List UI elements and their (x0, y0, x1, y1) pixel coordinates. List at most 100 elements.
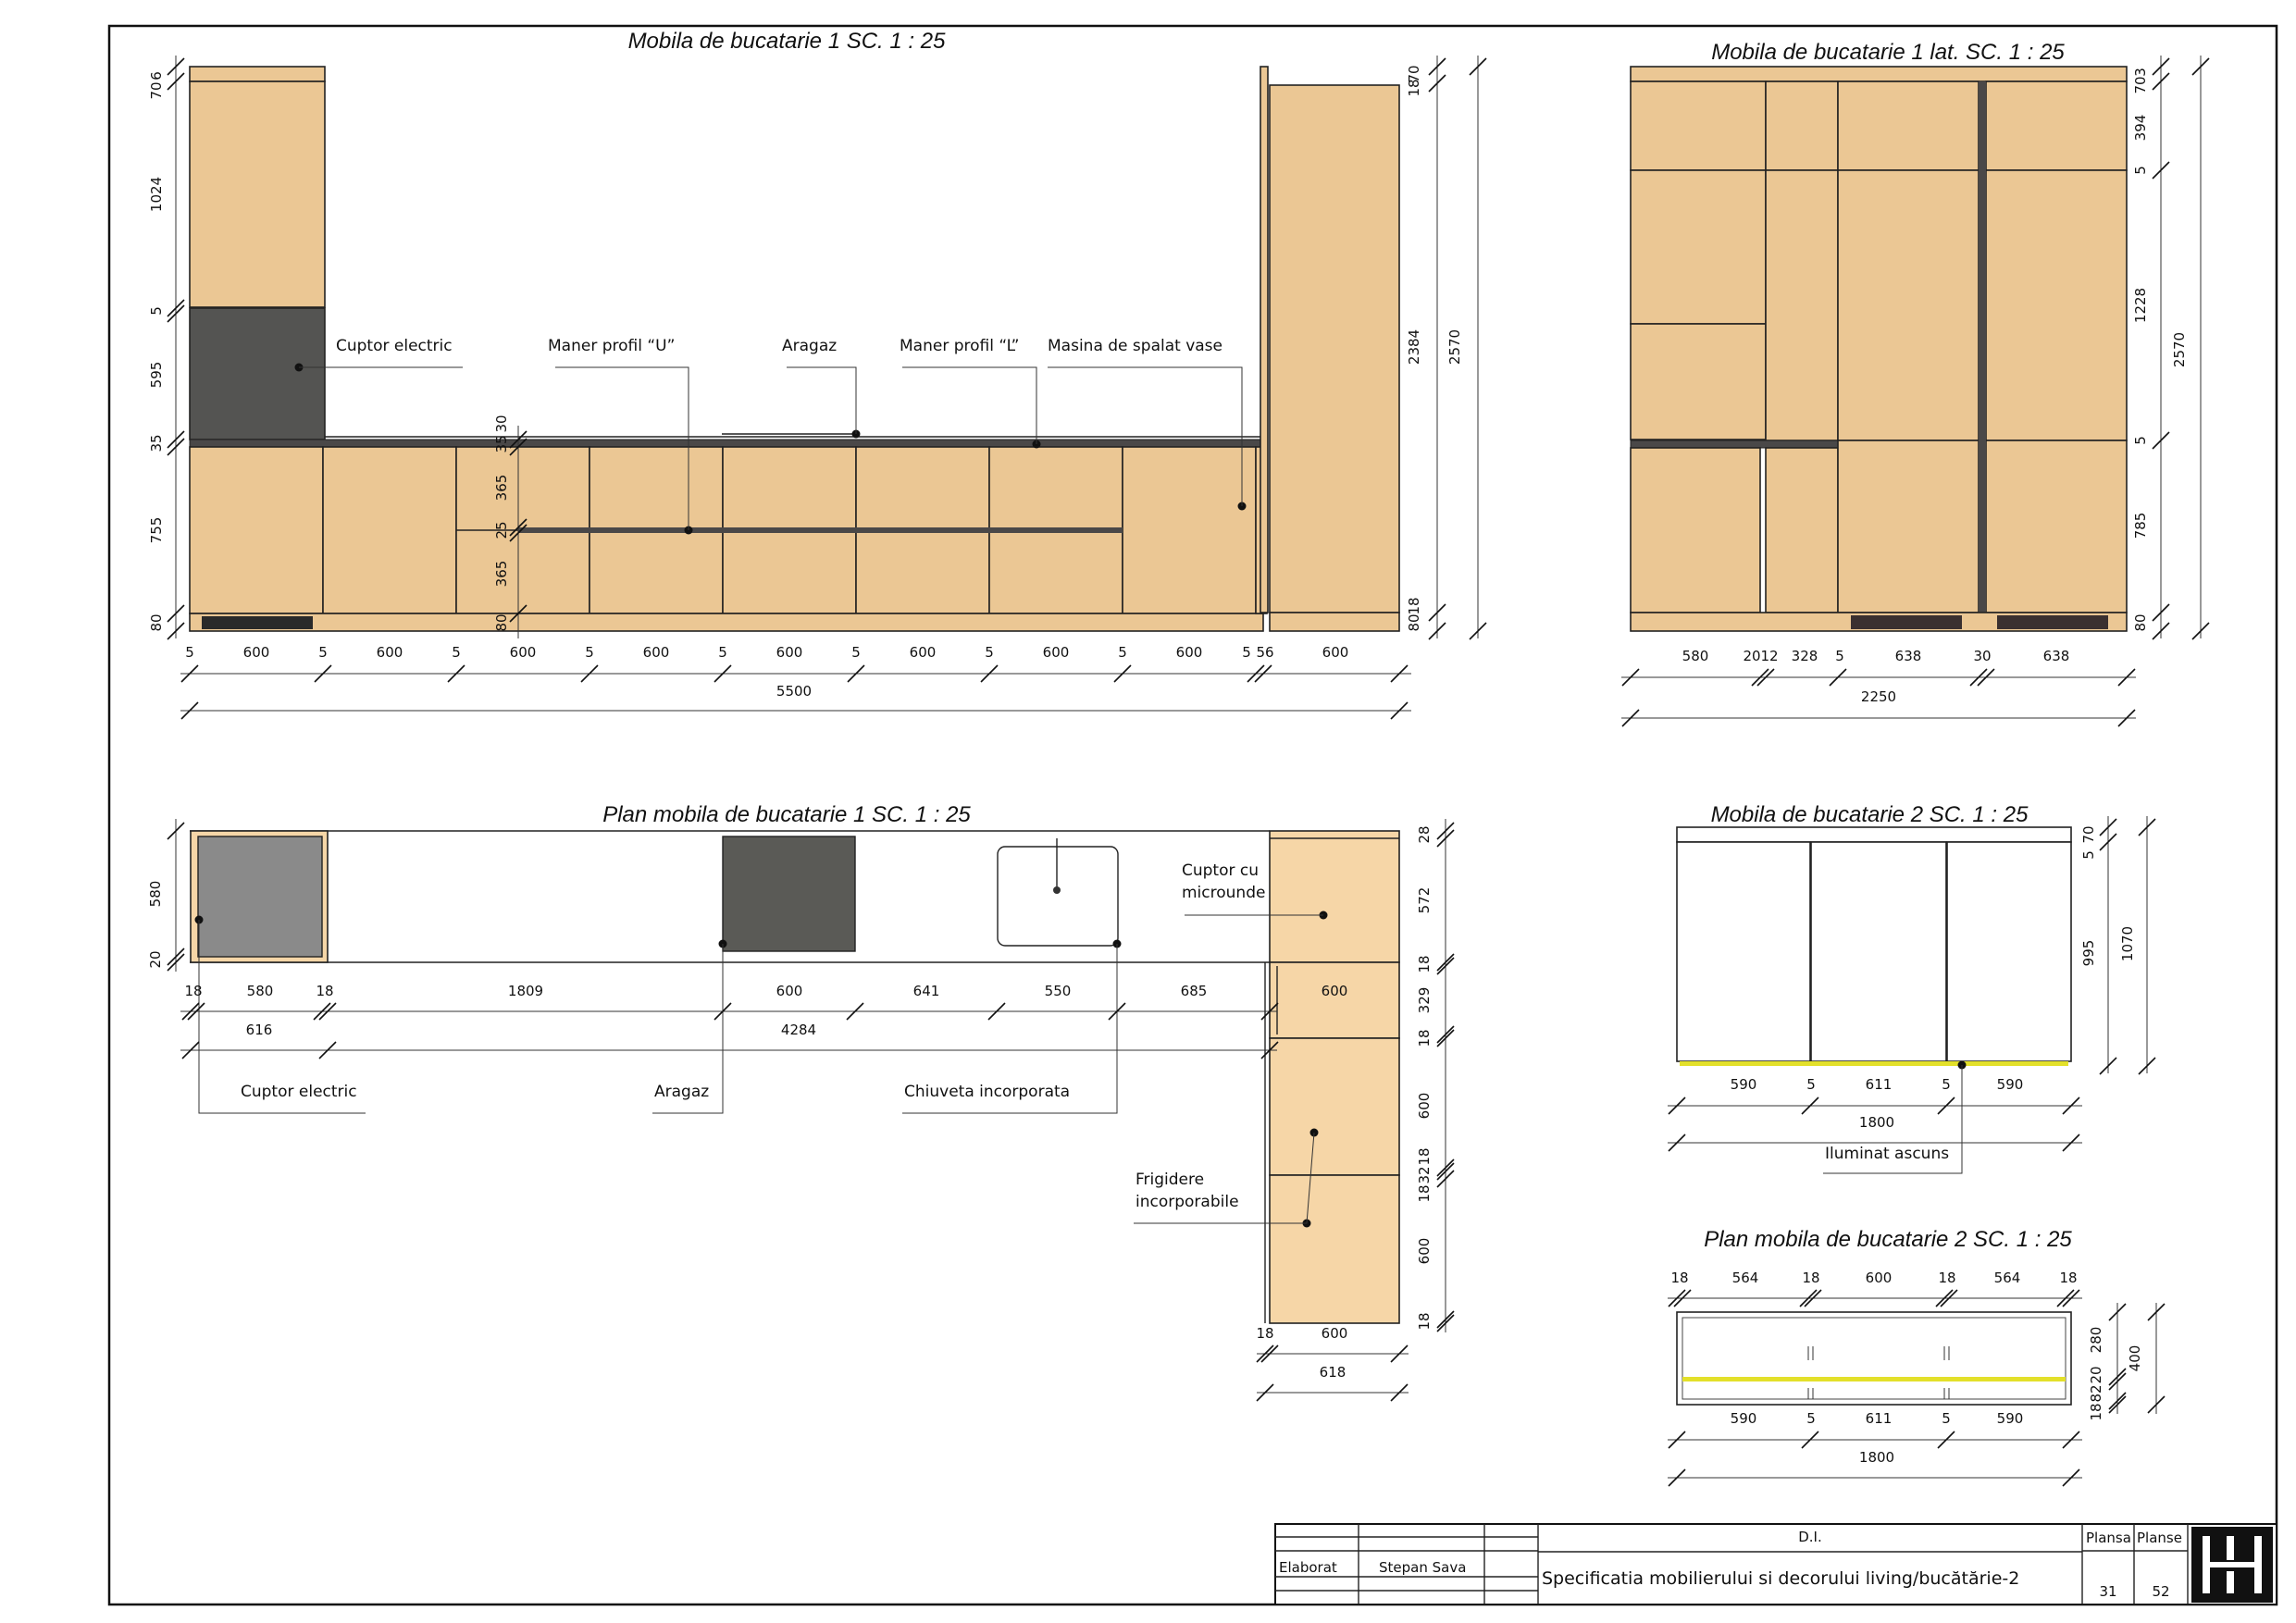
svg-text:564: 564 (1732, 1270, 1759, 1286)
dims-row1: 18 580 18 1809 600 641 550 685 600 (180, 983, 1348, 1021)
svg-text:18: 18 (1670, 1270, 1688, 1286)
countertop (189, 439, 1264, 448)
svg-text:18: 18 (1416, 1029, 1433, 1047)
svg-text:70: 70 (1406, 65, 1422, 82)
svg-text:400: 400 (2127, 1345, 2143, 1372)
svg-text:5: 5 (452, 644, 461, 661)
svg-text:18: 18 (1406, 597, 1422, 614)
svg-text:2570: 2570 (1446, 329, 1463, 365)
svg-text:365: 365 (493, 475, 510, 502)
svg-text:638: 638 (2043, 648, 2070, 664)
svg-text:18: 18 (2088, 1403, 2104, 1420)
label-sink: Chiuveta incorporata (902, 939, 1122, 1114)
label-microwave: Cuptor cu microunde (1182, 861, 1328, 920)
svg-text:600: 600 (243, 644, 270, 661)
svg-text:18: 18 (1416, 1147, 1433, 1165)
svg-text:incorporabile: incorporabile (1136, 1193, 1239, 1211)
svg-text:5: 5 (985, 644, 994, 661)
label-stove-plan: Aragaz (652, 939, 727, 1114)
dims-left: 6 70 1024 5 595 35 755 80 (148, 56, 185, 640)
svg-text:611: 611 (1866, 1076, 1893, 1093)
svg-text:564: 564 (1994, 1270, 2021, 1286)
author-name: Stepan Sava (1379, 1559, 1466, 1576)
svg-text:5500: 5500 (776, 683, 812, 700)
svg-text:18: 18 (2059, 1270, 2077, 1286)
svg-text:600: 600 (1322, 983, 1348, 999)
svg-text:70: 70 (2080, 825, 2097, 843)
svg-text:Iluminat ascuns: Iluminat ascuns (1825, 1145, 1949, 1163)
svg-text:Maner profil “U”: Maner profil “U” (548, 337, 675, 355)
dims-bottom: 590 5 611 5 590 1800 (1668, 1076, 2082, 1152)
built-in-oven (189, 307, 326, 440)
view-title: Mobila de bucatarie 1 SC. 1 : 25 (628, 29, 947, 54)
svg-text:5: 5 (1806, 1410, 1816, 1427)
view-title: Mobila de bucatarie 2 SC. 1 : 25 (1711, 802, 2029, 827)
dims-right: 3 70 394 5 1228 5 785 80 2570 (2132, 56, 2210, 640)
svg-text:1024: 1024 (148, 177, 165, 212)
planse-label: Planse (2137, 1530, 2182, 1546)
svg-text:785: 785 (2132, 513, 2149, 539)
sink-plan (997, 846, 1119, 947)
svg-text:80: 80 (1406, 613, 1422, 631)
svg-text:18: 18 (1938, 1270, 1955, 1286)
label-l-handle: Maner profil “L” (900, 337, 1041, 449)
dims-top: 18 564 18 600 18 564 18 (1668, 1270, 2082, 1307)
label-fridges: Frigidere incorporabile (1134, 1128, 1319, 1228)
svg-text:Aragaz: Aragaz (654, 1083, 709, 1101)
svg-text:20: 20 (147, 950, 164, 968)
view-kitchen-1-elevation: Mobila de bucatarie 1 SC. 1 : 25 (148, 29, 1487, 720)
plansa-value: 31 (2099, 1583, 2116, 1600)
cooktop-plan (722, 836, 856, 952)
svg-text:82: 82 (2088, 1384, 2104, 1402)
sheet-description: Specificatia mobilierului si decorului l… (1542, 1568, 2019, 1589)
svg-text:18: 18 (1416, 1312, 1433, 1330)
label-oven: Cuptor electric (294, 337, 463, 372)
view-kitchen-2-elevation: Mobila de bucatarie 2 SC. 1 : 25 Ilumina… (1668, 802, 2156, 1174)
svg-text:80: 80 (148, 613, 165, 631)
svg-text:590: 590 (1997, 1076, 2024, 1093)
svg-text:microunde: microunde (1182, 884, 1265, 902)
dims-bottom: 5 600 5 600 5 600 5 600 5 600 5 600 5 60… (180, 644, 1411, 720)
dims-row2: 616 4284 (180, 1022, 1279, 1059)
dims-bottom: 18 600 618 (1256, 1325, 1409, 1402)
svg-text:32: 32 (1416, 1166, 1433, 1183)
svg-text:5: 5 (1942, 1076, 1951, 1093)
svg-text:580: 580 (1682, 648, 1709, 664)
svg-text:18: 18 (1406, 79, 1422, 96)
svg-text:550: 550 (1045, 983, 1072, 999)
label-stove: Aragaz (782, 337, 861, 439)
svg-text:2570: 2570 (2171, 332, 2188, 367)
svg-text:600: 600 (1416, 1238, 1433, 1265)
svg-text:638: 638 (1895, 648, 1922, 664)
svg-text:1809: 1809 (508, 983, 543, 999)
svg-text:600: 600 (510, 644, 537, 661)
dims-right: 28 572 18 329 18 600 18 32 18 600 18 (1416, 819, 1455, 1332)
hidden-led-strip (1682, 1377, 2066, 1381)
vent-grille (1997, 615, 2108, 629)
svg-text:600: 600 (1043, 644, 1070, 661)
svg-text:600: 600 (1866, 1270, 1893, 1286)
view-title: Plan mobila de bucatarie 1 SC. 1 : 25 (602, 802, 971, 827)
svg-text:600: 600 (1416, 1093, 1433, 1120)
svg-text:Cuptor cu: Cuptor cu (1182, 861, 1259, 880)
svg-text:600: 600 (1176, 644, 1203, 661)
svg-text:600: 600 (1322, 644, 1349, 661)
svg-text:755: 755 (148, 517, 165, 544)
svg-text:280: 280 (2088, 1327, 2104, 1354)
svg-text:18: 18 (1416, 1184, 1433, 1202)
view-title: Plan mobila de bucatarie 2 SC. 1 : 25 (1704, 1227, 2072, 1252)
svg-text:600: 600 (377, 644, 403, 661)
svg-text:1070: 1070 (2119, 926, 2136, 961)
svg-text:5: 5 (318, 644, 328, 661)
svg-text:590: 590 (1731, 1410, 1757, 1427)
svg-text:80: 80 (493, 613, 510, 631)
svg-text:590: 590 (1731, 1076, 1757, 1093)
dims-bottom: 580 20 12 328 5 638 30 638 2250 (1621, 648, 2136, 727)
svg-text:600: 600 (910, 644, 937, 661)
svg-text:5: 5 (585, 644, 594, 661)
svg-text:590: 590 (1997, 1410, 2024, 1427)
svg-text:328: 328 (1792, 648, 1818, 664)
svg-text:Masina de spalat vase: Masina de spalat vase (1048, 337, 1222, 355)
svg-text:18: 18 (316, 983, 333, 999)
